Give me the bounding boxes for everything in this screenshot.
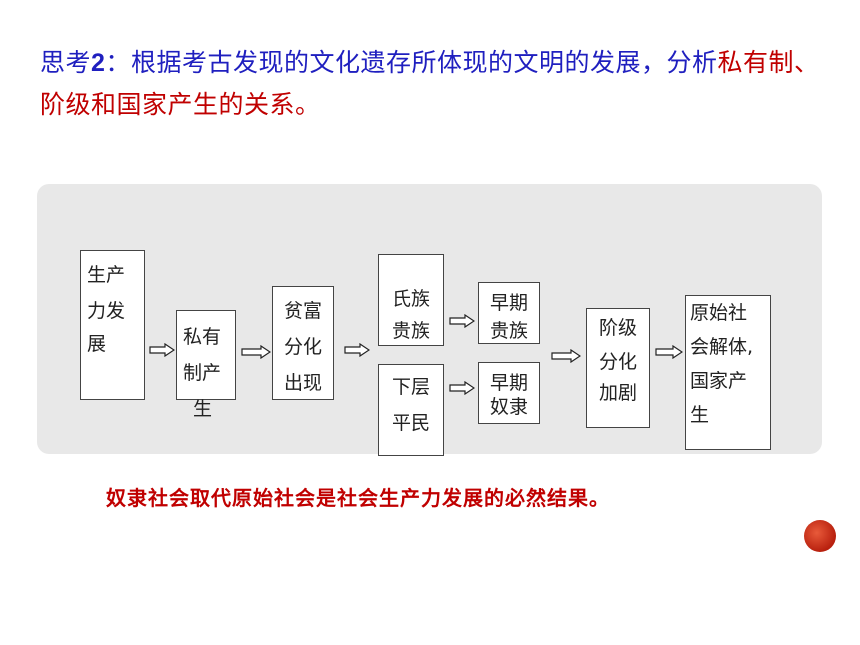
- arrow-4-icon: [449, 314, 475, 328]
- question-number: 2: [91, 49, 106, 77]
- node-clan-nobles: 氏族 贵族: [378, 254, 444, 346]
- question-highlight: 私有制、阶级和国家产生的关系。: [40, 48, 820, 119]
- node-productivity-line3: 展: [87, 333, 107, 355]
- question-label: 思考: [40, 48, 92, 77]
- node-productivity: 生产 力发 展: [80, 250, 145, 400]
- node-wealth-line1: 贫富: [283, 300, 322, 322]
- node-private-line2: 制产: [183, 362, 222, 384]
- arrow-5-icon: [449, 381, 475, 395]
- node-commoners-line2: 平民: [391, 412, 430, 434]
- node-wealth-line3: 出现: [283, 372, 322, 394]
- question-colon: ：: [105, 48, 131, 77]
- node-state-line3: 国家产: [690, 370, 748, 392]
- node-clan-line2: 贵族: [391, 320, 430, 342]
- node-early-slaves-line2: 奴隶: [489, 396, 528, 418]
- node-early-nobles-line2: 贵族: [489, 320, 528, 342]
- arrow-2-icon: [241, 345, 271, 359]
- node-class-line3: 加剧: [598, 382, 637, 404]
- node-clan-line1: 氏族: [391, 288, 430, 310]
- node-productivity-line2: 力发: [87, 300, 126, 322]
- node-state-line4: 生: [690, 404, 710, 426]
- conclusion-text: 奴隶社会取代原始社会是社会生产力发展的必然结果。: [106, 486, 610, 510]
- node-state-formation: 原始社 会解体, 国家产 生: [685, 295, 771, 450]
- node-productivity-line1: 生产: [87, 264, 126, 286]
- node-class-division: 阶级 分化 加剧: [586, 308, 650, 428]
- question-body: 根据考古发现的文化遗存所体现的文明的发展，分析: [130, 48, 718, 77]
- question-text: 思考2：根据考古发现的文化遗存所体现的文明的发展，分析私有制、阶级和国家产生的关…: [40, 42, 840, 126]
- node-commoners-line1: 下层: [391, 376, 430, 398]
- node-class-line2: 分化: [598, 351, 637, 373]
- node-lower-commoners: 下层 平民: [378, 364, 444, 456]
- arrow-7-icon: [655, 345, 683, 359]
- arrow-3-icon: [344, 343, 370, 357]
- red-circle-icon: [804, 520, 836, 552]
- node-wealth-line2: 分化: [283, 336, 322, 358]
- node-early-slaves-line1: 早期: [489, 372, 528, 394]
- node-early-slaves: 早期 奴隶: [478, 362, 540, 424]
- arrow-1-icon: [149, 343, 175, 357]
- node-early-nobles-line1: 早期: [489, 292, 528, 314]
- node-wealth-gap: 贫富 分化 出现: [272, 286, 334, 400]
- node-class-line1: 阶级: [598, 317, 637, 339]
- node-private-ownership: 私有 制产 生: [176, 310, 236, 420]
- node-private-line3: 生: [193, 398, 213, 420]
- node-state-line2: 会解体,: [690, 336, 754, 358]
- node-early-nobles: 早期 贵族: [478, 282, 540, 344]
- node-private-line1: 私有: [183, 326, 222, 348]
- node-state-line1: 原始社: [690, 302, 748, 324]
- arrow-6-icon: [551, 349, 581, 363]
